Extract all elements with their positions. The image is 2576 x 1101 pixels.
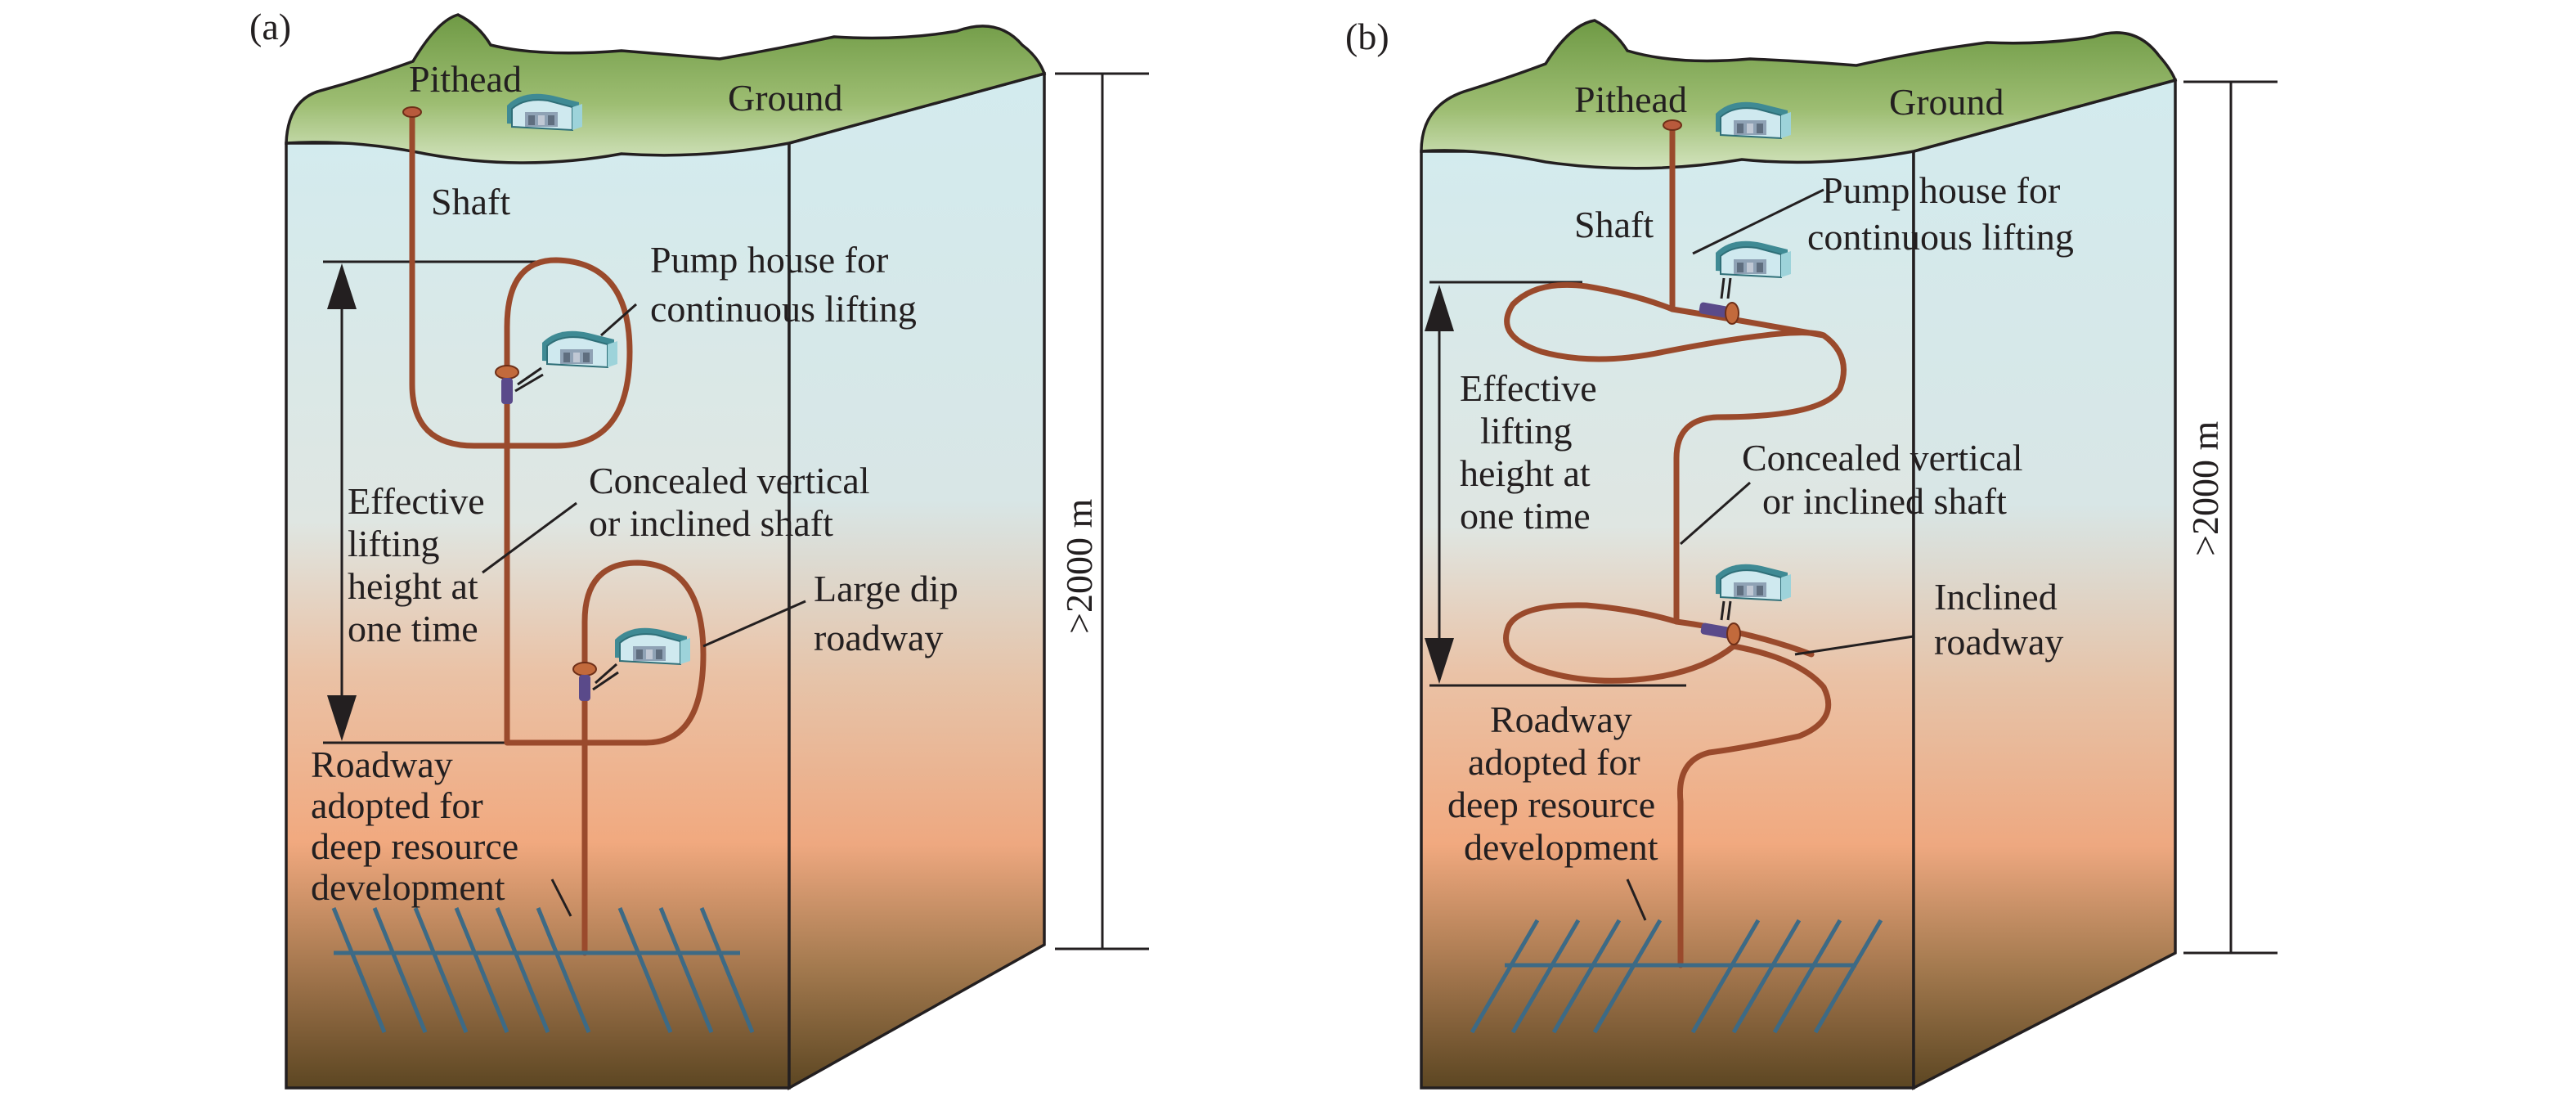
panel-a: (a) >2000 m [249,6,1149,1090]
pump-house-leader [600,303,637,337]
pump-house-label-line2: continuous lifting [650,288,917,330]
mine-tube-path [1503,119,1847,968]
deep-roadway-label-line1: Roadway [1490,699,1632,740]
deep-roadway-label-line4: development [1464,826,1658,868]
pump-house-label-line2: continuous lifting [1807,216,2074,258]
roadway-type-leader [702,600,806,648]
pump-cable [1720,600,1732,621]
pump-unit [579,675,590,701]
mine-tube-path [409,111,707,956]
pump-flange [495,365,519,380]
pump-cable [514,366,544,393]
pump-cable [1720,277,1732,299]
roadway-type-label-line2: roadway [814,617,943,658]
ground-surface [1420,19,2178,170]
pump-unit [501,378,513,404]
effective-arrow-up [1425,285,1454,331]
effective-label-line2: lifting [1480,410,1572,452]
effective-label-line1: Effective [1460,367,1597,409]
pump-house-label-line1: Pump house for [650,239,888,281]
deep-roadway-label-line4: development [311,866,505,908]
deep-roadway-leader [550,879,572,917]
roadway-type-label-line2: roadway [1934,621,2063,663]
deep-roadway-label-line3: deep resource [1447,784,1655,825]
roadway-type-leader [1794,635,1914,656]
panel-b: (b) >2000 m [1345,16,2278,1090]
pump-house-label-line1: Pump house for [1822,169,2060,211]
effective-arrow-down [327,695,357,741]
concealed-label-line1: Concealed vertical [1742,437,2023,479]
effective-label-line4: one time [348,608,478,649]
deep-roadway-label-line2: adopted for [311,784,483,826]
effective-label-line3: height at [348,565,478,607]
effective-label-line3: height at [1460,452,1591,494]
roadway-grid [331,907,755,1033]
concealed-label-line2: or inclined shaft [1762,480,2007,522]
deep-roadway-leader [1626,879,1647,921]
ground-label: Ground [1889,81,2004,123]
concealed-label-line2: or inclined shaft [589,502,833,544]
pump-house-leader [1692,188,1824,255]
pithead-opening [402,106,422,118]
concealed-leader [482,501,577,574]
ground-surface [285,13,1047,164]
concealed-leader [1680,481,1751,546]
effective-arrow-up [327,263,357,309]
effective-label-line1: Effective [348,480,485,522]
pump-cable [592,663,619,691]
pump-flange [1726,622,1741,645]
shaft-label: Shaft [431,181,510,222]
ground-label: Ground [728,77,843,119]
roadway-type-label-line1: Inclined [1934,576,2058,618]
shaft-label: Shaft [1574,204,1654,245]
roadway-type-label-line1: Large dip [814,568,958,609]
depth-label: >2000 m [2184,421,2226,556]
mine-tube-branch [1669,306,1827,339]
pithead-label: Pithead [409,58,522,100]
panel-label: (b) [1345,16,1389,57]
deep-roadway-label-line1: Roadway [311,744,453,785]
effective-label-line2: lifting [348,523,439,564]
roadway-grid [1470,919,1883,1034]
pump-flange [572,662,597,676]
pithead-opening [1663,119,1682,131]
depth-label: >2000 m [1058,499,1100,634]
pump-unit [1699,302,1730,318]
mine-tube-branch [1673,618,1815,658]
deep-roadway-label-line2: adopted for [1468,741,1640,783]
pump-flange [1725,302,1739,325]
effective-label-line4: one time [1460,495,1591,537]
pump-unit [1700,622,1731,639]
concealed-label-line1: Concealed vertical [589,460,870,501]
deep-roadway-label-line3: deep resource [311,825,518,867]
panel-label: (a) [249,6,291,47]
effective-arrow-down [1425,638,1454,684]
pithead-label: Pithead [1574,79,1687,120]
